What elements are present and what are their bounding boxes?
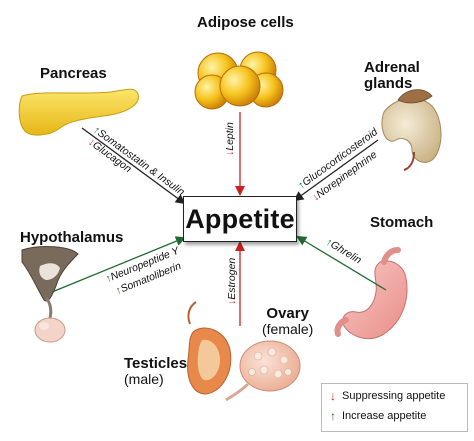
hormone-text: Estrogen [226, 257, 238, 300]
suppress-marker: ↓ [224, 150, 236, 156]
stomach-illustration [334, 247, 408, 339]
ovary-label: Ovary (female) [262, 306, 313, 336]
adipose-hormone: ↓Leptin [224, 122, 236, 156]
testicles-name: Testicles [124, 355, 188, 372]
adrenal-label-line1: Adrenal [364, 59, 420, 76]
legend-increase-text: Increase appetite [342, 410, 427, 422]
adrenal-glands-label: Adrenal glands [364, 60, 420, 92]
pancreas-label: Pancreas [40, 65, 107, 82]
pancreas-illustration [18, 88, 139, 136]
pancreas-arrow [81, 127, 186, 205]
legend-suppress: ↓ Suppressing appetite [330, 389, 445, 403]
legend: ↓ Suppressing appetite ↑ Increase appeti… [321, 383, 468, 432]
suppress-arrow-icon: ↓ [330, 389, 336, 403]
hypothalamus-label: Hypothalamus [20, 229, 124, 246]
hormone-text: Leptin [224, 122, 236, 151]
ovary-illustration [225, 340, 301, 402]
increase-arrow-icon: ↑ [330, 409, 336, 423]
stomach-arrow [296, 235, 387, 291]
legend-increase: ↑ Increase appetite [330, 409, 426, 423]
stomach-label: Stomach [370, 214, 434, 231]
hypothalamus-arrow [51, 236, 186, 293]
appetite-box: Appetite [183, 196, 297, 242]
adrenal-gland-illustration [381, 89, 442, 171]
testicle-illustration [187, 301, 232, 395]
testicles-sub: (male) [124, 370, 164, 387]
ovary-sub: (female) [262, 320, 314, 337]
gonads-hormone: ↓Estrogen [226, 258, 238, 305]
appetite-label: Appetite [185, 203, 295, 234]
legend-suppress-text: Suppressing appetite [342, 390, 446, 402]
ovary-name: Ovary [266, 305, 309, 322]
adrenal-label-line2: glands [364, 74, 413, 92]
adipose-cells-illustration [194, 51, 284, 110]
suppress-marker: ↓ [226, 299, 238, 305]
adrenal-arrow [293, 139, 379, 202]
testicles-label: Testicles (male) [124, 356, 187, 386]
adipose-cells-label: Adipose cells [197, 14, 294, 31]
hypothalamus-illustration [21, 246, 79, 343]
